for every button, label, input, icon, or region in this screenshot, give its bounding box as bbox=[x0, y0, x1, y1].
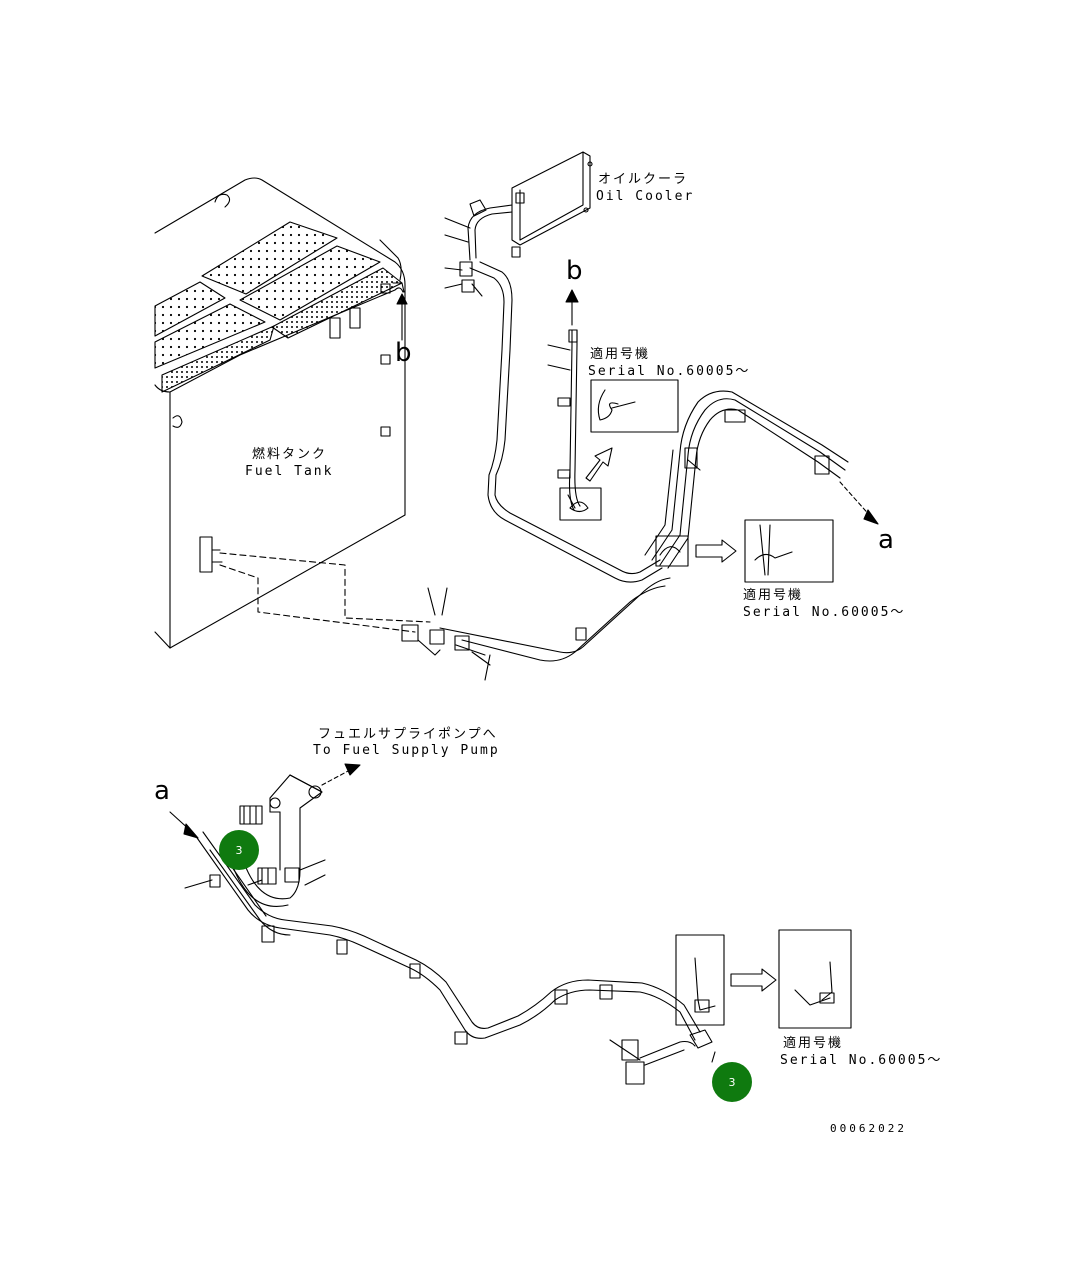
oil-cooler-label-jp: オイルクーラ bbox=[598, 172, 689, 187]
dashed-connection bbox=[219, 552, 431, 633]
marker-a-upper: a bbox=[878, 525, 894, 555]
tank-top-plate bbox=[154, 221, 403, 393]
marker-b-upper: b bbox=[566, 256, 583, 286]
serial-label-en-3: Serial No.60005～ bbox=[780, 1053, 943, 1068]
detail-box-1 bbox=[559, 487, 602, 521]
fitting-upper bbox=[239, 805, 263, 825]
detail-box-3 bbox=[675, 934, 725, 1026]
oil-cooler bbox=[511, 151, 593, 258]
middle-hose bbox=[547, 329, 581, 511]
upper-hose-run bbox=[459, 199, 663, 583]
marker-b-tank: b bbox=[395, 338, 412, 368]
detail-inset-3 bbox=[778, 929, 852, 1029]
drawing-number: 00062022 bbox=[830, 1122, 907, 1135]
lower-hose-run bbox=[194, 831, 701, 1045]
fuel-tank-label-en: Fuel Tank bbox=[245, 464, 334, 479]
right-hose-run bbox=[644, 390, 849, 569]
hollow-arrow-3 bbox=[730, 968, 777, 992]
oil-cooler-label-en: Oil Cooler bbox=[596, 189, 695, 204]
tank-return-hose bbox=[401, 577, 671, 666]
fuel-tank-label-jp: 燃料タンク bbox=[252, 447, 328, 462]
fuel-tank bbox=[154, 177, 406, 649]
detail-inset-1 bbox=[590, 379, 679, 433]
hollow-arrow-1 bbox=[585, 447, 613, 482]
marker-a-lower: a bbox=[154, 776, 170, 806]
serial-label-en-2: Serial No.60005～ bbox=[743, 605, 906, 620]
arrow-to-pump bbox=[321, 769, 351, 786]
serial-label-en-1: Serial No.60005～ bbox=[588, 364, 751, 379]
pump-pipe bbox=[269, 774, 323, 871]
hollow-arrow-2 bbox=[695, 539, 737, 563]
serial-label-jp-1: 適用号機 bbox=[590, 347, 651, 362]
serial-label-jp-2: 適用号機 bbox=[743, 588, 804, 603]
detail-box-2 bbox=[655, 535, 689, 567]
callout-3-upper[interactable]: 3 bbox=[219, 830, 259, 870]
arrow-a-upper bbox=[839, 481, 873, 519]
callout-3-lower[interactable]: 3 bbox=[712, 1062, 752, 1102]
serial-label-jp-3: 適用号機 bbox=[783, 1036, 844, 1051]
lower-fittings bbox=[609, 1029, 716, 1085]
detail-inset-2 bbox=[744, 519, 834, 583]
fuel-pump-label-en: To Fuel Supply Pump bbox=[313, 743, 500, 758]
fuel-pump-label-jp: フュエルサプライポンプへ bbox=[318, 727, 498, 742]
